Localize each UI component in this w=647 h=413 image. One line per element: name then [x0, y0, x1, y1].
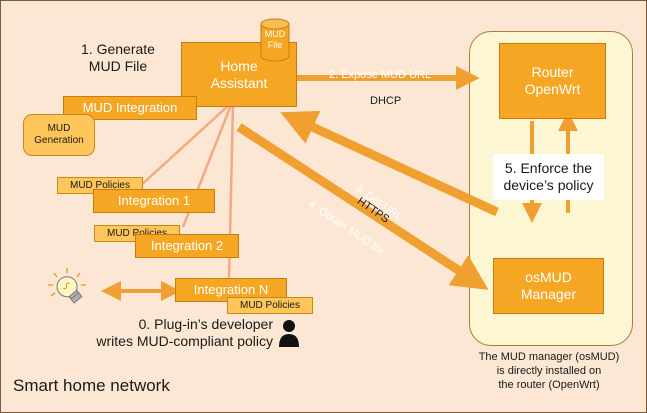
integration-2-node: Integration 2: [135, 234, 239, 258]
mud-file-label: MUD File: [264, 29, 286, 50]
network-label: Smart home network: [13, 376, 170, 395]
annotation-enforce: 5. Enforce the device’s policy: [493, 154, 604, 200]
mud-generation-node: MUD Generation: [23, 114, 95, 156]
annotation-developer: 0. Plug-in’s developer writes MUD-compli…: [96, 316, 273, 349]
person-icon: [278, 319, 300, 347]
mud-policies-tag-n: MUD Policies: [227, 297, 313, 314]
integration-1-node: Integration 1: [93, 189, 215, 213]
annotation-manager-note: The MUD manager (osMUD) is directly inst…: [478, 351, 620, 391]
annotation-dhcp: DHCP: [370, 95, 402, 107]
mud-generation-label: MUD Generation: [34, 123, 84, 146]
annotation-expose: 2. Expose MUD URL: [329, 69, 432, 81]
arrow-obtain-mud-file: [236, 123, 489, 290]
arrow-get-url: [280, 110, 499, 217]
link-ha-integration-1: [138, 104, 230, 188]
annotation-generate: 1. Generate MUD File: [81, 41, 155, 74]
database-icon: [260, 18, 290, 62]
router-node: Router OpenWrt: [499, 43, 606, 119]
lightbulb-icon: [45, 265, 103, 313]
osmud-manager-node: osMUD Manager: [493, 258, 604, 314]
